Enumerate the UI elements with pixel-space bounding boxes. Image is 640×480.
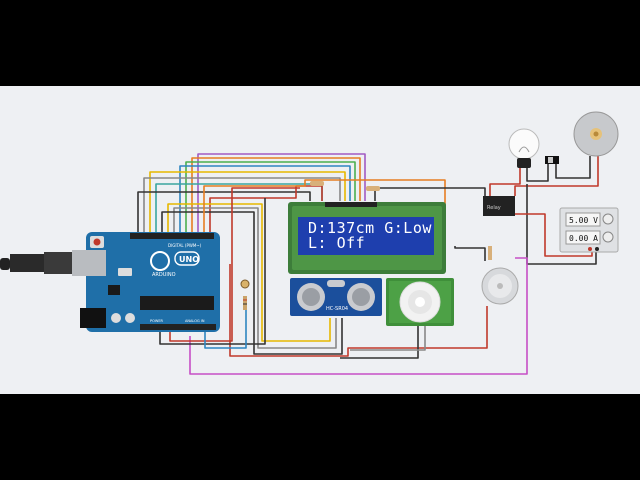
wire-black-speaker[interactable] (454, 246, 486, 261)
slide-switch[interactable] (545, 156, 559, 164)
arduino-power-label: POWER (150, 319, 164, 323)
letterbox-top (0, 0, 640, 86)
wire-black-lamp[interactable] (526, 161, 549, 182)
wire-black-relay[interactable] (374, 187, 486, 201)
wire-black-supply[interactable] (526, 184, 597, 265)
dc-motor[interactable] (573, 111, 619, 157)
wire-red-relay[interactable] (489, 161, 521, 196)
supply-voltage-readout: 5.00 V (569, 216, 598, 225)
wire-green-1[interactable] (185, 161, 356, 234)
lcd-display[interactable]: D:137cm G:Low L: Off (288, 202, 446, 274)
lcd-line-1: D:137cm G:Low (308, 219, 432, 237)
wire-black-1[interactable] (137, 191, 311, 234)
wire-red-motor[interactable] (514, 156, 599, 196)
arduino-uno-board[interactable]: UNO ARDUINO DIGITAL (PWM~) POWER ANALOG … (0, 232, 220, 332)
arduino-analog-label: ANALOG IN (185, 319, 205, 323)
pir-motion-sensor[interactable] (386, 278, 454, 326)
circuit-diagram: UNO ARDUINO DIGITAL (PWM~) POWER ANALOG … (0, 111, 619, 375)
wire-blue-ldr[interactable] (204, 306, 247, 349)
supply-current-readout: 0.00 A (569, 234, 598, 243)
ultrasonic-sensor[interactable]: HC-SR04 (290, 278, 382, 316)
wire-purple-top[interactable] (197, 153, 366, 234)
wire-red-lcd-vcc[interactable] (169, 187, 300, 342)
wire-black-pir[interactable] (340, 326, 419, 359)
light-bulb[interactable] (508, 128, 540, 168)
arduino-uno-label: UNO (179, 255, 199, 264)
circuit-canvas[interactable]: UNO ARDUINO DIGITAL (PWM~) POWER ANALOG … (0, 86, 640, 394)
wire-orange-2[interactable] (203, 179, 446, 246)
relay-module[interactable]: Relay (483, 196, 515, 216)
letterbox-bottom (0, 394, 640, 480)
power-supply[interactable]: 5.00 V 0.00 A (559, 207, 619, 253)
ultrasonic-model-label: HC-SR04 (326, 306, 348, 312)
wire-yellow-2[interactable] (167, 203, 331, 342)
relay-label: Relay (487, 205, 501, 211)
lcd-line-2: L: Off (308, 234, 365, 252)
wire-blue-1[interactable] (179, 165, 351, 234)
wire-black-lcd-gnd[interactable] (159, 198, 266, 345)
wire-black-2[interactable] (161, 211, 343, 355)
wire-yellow-1[interactable] (149, 171, 346, 234)
arduino-maker-label: ARDUINO (152, 272, 176, 278)
arduino-digital-label: DIGITAL (PWM~) (168, 243, 202, 248)
wire-gray-1[interactable] (143, 177, 341, 234)
wires (137, 153, 599, 375)
piezo-buzzer[interactable] (481, 246, 519, 305)
wire-black-motor[interactable] (555, 156, 591, 179)
wire-magenta-loop[interactable] (189, 257, 528, 375)
lcd-resistor[interactable] (310, 181, 380, 191)
wire-red-supply[interactable] (505, 213, 593, 257)
wire-gray-pir[interactable] (350, 326, 426, 351)
photoresistor[interactable] (240, 279, 250, 310)
